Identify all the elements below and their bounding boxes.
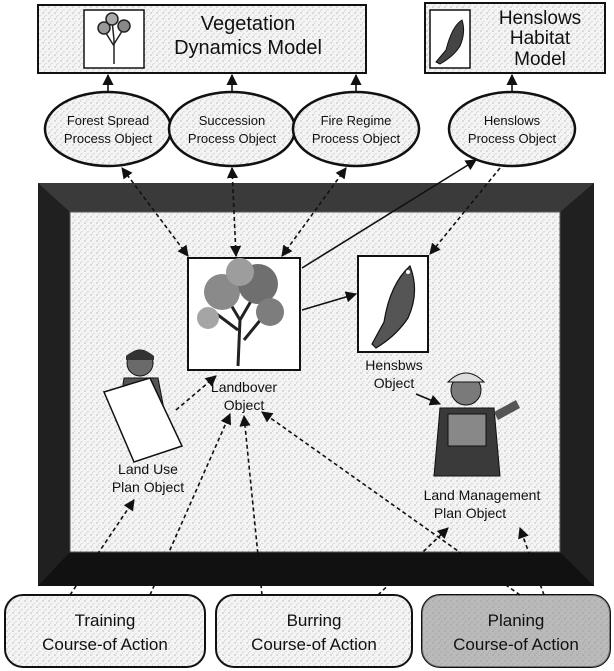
fire-regime-process-object: Fire Regime Process Object [291, 90, 421, 168]
tree-icon [197, 258, 284, 367]
fire-regime-label-2: Process Object [312, 131, 401, 146]
land-use-label-2: Plan Object [112, 479, 184, 495]
vegetation-dynamics-model-box: Vegetation Dynamics Model [37, 4, 367, 74]
landcover-object: Landbover Object [187, 257, 301, 413]
henslows-process-label-1: Henslows [484, 113, 541, 128]
bird-icon [435, 19, 465, 65]
environment-frame [38, 183, 594, 586]
arrow-landcover-to-forest-spread [121, 167, 189, 257]
henslows-object: Hensbws Object [357, 255, 429, 391]
arrow-land-use-to-landcover [175, 375, 217, 411]
vegetation-model-title-1: Vegetation [201, 13, 296, 35]
planting-label-1: Planing [488, 611, 545, 630]
henslows-object-label-2: Object [374, 375, 415, 391]
burning-course-of-action: Burring Course-of Action [215, 594, 413, 668]
succession-label-2: Process Object [188, 131, 277, 146]
training-label-1: Training [75, 611, 136, 630]
land-use-label-1: Land Use [118, 461, 178, 477]
planting-label-2: Course-of Action [453, 635, 579, 654]
arrow-henslows-object-to-land-management [415, 393, 442, 406]
burning-label-2: Course-of Action [251, 635, 377, 654]
forest-spread-label-1: Forest Spread [67, 113, 149, 128]
worker-icon [433, 372, 520, 477]
forest-spread-label-2: Process Object [64, 131, 153, 146]
fire-regime-label-1: Fire Regime [321, 113, 392, 128]
henslows-habitat-model-box: Henslows Habitat Model [424, 2, 606, 74]
planting-course-of-action: Planing Course-of Action [421, 594, 611, 668]
arrow-burning-to-landcover [239, 414, 263, 596]
arrow-training-to-land-use [69, 499, 135, 596]
arrow-planting-to-land-management [518, 526, 545, 596]
burning-label-1: Burring [287, 611, 342, 630]
soldier-icon [102, 349, 184, 463]
land-management-label-2: Plan Object [434, 505, 506, 521]
land-use-plan-object: Land Use Plan Object [102, 349, 184, 495]
landcover-label-2: Object [224, 397, 265, 413]
henslows-model-title-2: Habitat [510, 28, 571, 49]
arrow-landcover-to-henslows-object [301, 291, 358, 311]
arrow-landcover-to-henslows-process [301, 159, 477, 269]
henslows-process-label-2: Process Object [468, 131, 557, 146]
arrow-training-to-landcover [149, 412, 232, 596]
succession-label-1: Succession [199, 113, 265, 128]
land-management-plan-object: Land Management Plan Object [424, 372, 541, 521]
training-course-of-action: Training Course-of Action [4, 594, 206, 668]
henslows-model-title-3: Model [514, 49, 566, 70]
landcover-label-1: Landbover [211, 379, 278, 395]
land-management-label-1: Land Management [424, 487, 541, 503]
succession-process-object: Succession Process Object [167, 90, 297, 168]
henslows-model-title-1: Henslows [499, 8, 581, 29]
bird-icon [371, 264, 416, 349]
arrow-planting-to-landcover [261, 411, 521, 596]
arrow-landcover-to-succession [226, 166, 242, 258]
henslows-object-label-1: Hensbws [365, 357, 423, 373]
connector-arrows [69, 73, 545, 596]
courses-of-action: Training Course-of Action Burring Course… [4, 594, 611, 668]
arrow-henslows-process-to-henslows-object [429, 167, 501, 255]
training-label-2: Course-of Action [42, 635, 168, 654]
process-objects: Forest Spread Process Object Succession … [43, 90, 577, 168]
arrow-burning-to-land-management [377, 527, 449, 596]
forest-spread-process-object: Forest Spread Process Object [43, 90, 173, 168]
vegetation-model-title-2: Dynamics Model [174, 37, 322, 59]
tree-icon [97, 12, 131, 64]
henslows-process-object: Henslows Process Object [447, 90, 577, 168]
